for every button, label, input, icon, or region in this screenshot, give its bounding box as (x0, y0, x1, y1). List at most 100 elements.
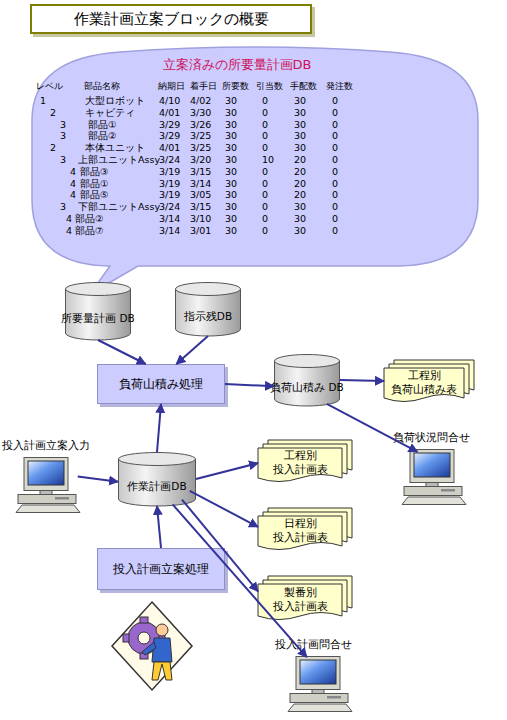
node-text: 作業計画DB (110, 466, 204, 506)
table-cell: 手配数 (290, 82, 317, 91)
table-cell: 0 (332, 108, 338, 118)
table-cell: 部品③ (80, 167, 109, 177)
document-page (258, 584, 342, 620)
table-cell: 0 (332, 214, 338, 224)
table-cell: 3/01 (190, 226, 211, 236)
node-text: 工程別 負荷山積み表 (384, 368, 464, 397)
person-legs (152, 662, 172, 680)
keyboard (288, 704, 352, 712)
table-cell: 30 (225, 143, 237, 153)
document-page (384, 368, 464, 402)
computer-shape (401, 449, 467, 505)
table-cell: 0 (262, 190, 268, 200)
table-cell: 30 (225, 214, 237, 224)
table-cell: 0 (332, 96, 338, 106)
table-cell: 3/26 (190, 120, 211, 130)
flow-arrow (98, 340, 146, 364)
table-cell: 3/19 (159, 167, 180, 177)
table-cell: 発注数 (326, 82, 353, 91)
table-cell: 30 (225, 96, 237, 106)
process-box: 負荷山積み処理 (97, 364, 225, 404)
table-cell: 0 (332, 143, 338, 153)
table-cell: 0 (332, 120, 338, 130)
table-cell: 3/25 (190, 143, 211, 153)
node-text: 指示残DB (167, 296, 249, 336)
table-cell: 3/10 (190, 214, 211, 224)
report-document: 日程別 投入計画表 (258, 508, 352, 550)
table-cell: 3/14 (159, 226, 180, 236)
gear-hole (138, 632, 150, 644)
table-cell: 2 (50, 108, 56, 118)
person-body (152, 638, 172, 662)
cylinder-top (66, 283, 131, 296)
table-cell: 30 (294, 120, 306, 130)
table-cell: 30 (294, 96, 306, 106)
report-document: 工程別 投入計画表 (258, 440, 352, 482)
table-cell: 下部ユニットAssy (78, 202, 160, 212)
title-text: 作業計画立案ブロックの概要 (74, 10, 269, 29)
drive (327, 696, 341, 699)
cylinder-shape (274, 354, 340, 406)
table-cell: 部品② (75, 214, 104, 224)
table-cell: 30 (225, 155, 237, 165)
table-cell: 部品① (80, 179, 109, 189)
document-page (258, 448, 342, 482)
table-cell: 4/10 (159, 96, 180, 106)
table-cell: 30 (225, 131, 237, 141)
cylinder-top (176, 283, 241, 296)
table-cell: 20 (294, 155, 306, 165)
computer-icon (401, 449, 467, 505)
computer-shape (15, 457, 81, 513)
flow-arrow (176, 336, 208, 364)
table-cell: 3 (60, 131, 66, 141)
computer-shape (287, 656, 353, 712)
flow-arrow (196, 463, 258, 479)
table-cell: 着手日 (190, 82, 217, 91)
table-cell: 20 (294, 179, 306, 189)
table-cell: 30 (225, 202, 237, 212)
table-cell: 20 (294, 190, 306, 200)
table-cell: 3/25 (190, 131, 211, 141)
table-cell: 4 (66, 226, 72, 236)
table-cell: 4 (70, 190, 76, 200)
person-head (156, 624, 168, 636)
cpu-base (290, 694, 348, 703)
terminal-node: 投入計画立案入力 (2, 437, 114, 523)
keyboard (402, 497, 466, 505)
table-cell: 0 (332, 167, 338, 177)
table-cell: 0 (262, 167, 268, 177)
cylinder-shape (118, 452, 196, 506)
table-cell: 3/14 (190, 179, 211, 189)
flow-arrow (190, 491, 258, 527)
table-cell: 30 (225, 190, 237, 200)
pc-caption: 投入計画立案入力 (2, 437, 114, 453)
table-cell: 0 (332, 190, 338, 200)
table-cell: 0 (262, 96, 268, 106)
table-cell: 30 (225, 167, 237, 177)
node-text: 負荷山積み処理 (98, 365, 224, 403)
cpu-base (404, 487, 462, 496)
table-cell: 上部ユニットAssy (78, 155, 160, 165)
table-cell: 0 (332, 179, 338, 189)
table-cell: 0 (262, 131, 268, 141)
table-cell: 3 (60, 202, 66, 212)
monitor (410, 450, 454, 483)
table-cell: 4/01 (159, 108, 180, 118)
table-cell: 30 (294, 214, 306, 224)
flow-arrow (182, 500, 258, 592)
computer-icon (15, 457, 81, 513)
report-document: 工程別 負荷山積み表 (384, 360, 474, 402)
node-text: 工程別 投入計画表 (258, 448, 342, 477)
table-cell: 0 (262, 179, 268, 189)
table-cell: 0 (262, 143, 268, 153)
flow-arrow (157, 404, 161, 452)
table-cell: 4 (66, 214, 72, 224)
table-cell: 本体ユニット (85, 143, 145, 153)
screen (300, 660, 336, 684)
table-cell: 3 (60, 120, 66, 130)
monitor (296, 657, 340, 690)
table-cell: 4/02 (190, 96, 211, 106)
table-cell: 3/24 (159, 155, 180, 165)
table-cell: 納期日 (158, 82, 185, 91)
